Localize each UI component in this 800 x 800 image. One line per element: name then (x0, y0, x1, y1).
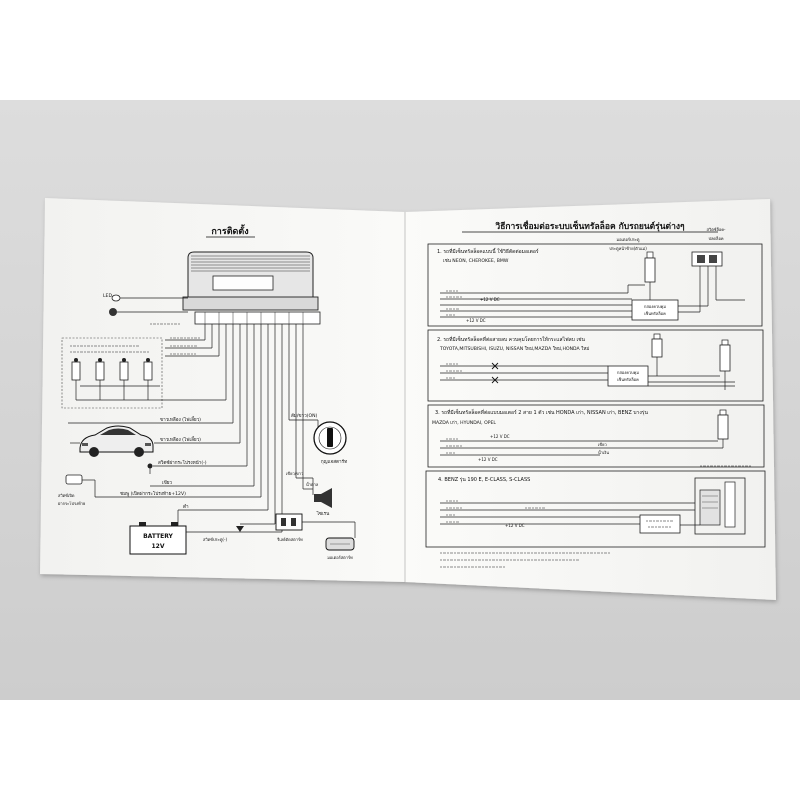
installation-diagram: การติดตั้ง LED (58, 224, 356, 560)
module-ridges (191, 255, 310, 272)
green-wire: เขียว (150, 479, 254, 487)
control-box (607, 365, 649, 387)
section-2: 2. รถที่มีเซ็นทรัลล็อคที่ต่อสายลบ ควบคุม… (427, 329, 764, 402)
wire-tiny-labels (446, 363, 462, 379)
wire-color-label: น้ำเงิน (598, 448, 609, 455)
door-switch-label: สวิตซ์ประตู(-) (203, 537, 227, 543)
led-label: LED (103, 293, 112, 299)
hood-switch-label: สวิตซ์ฝากระโปรงหน้า(-) (158, 459, 207, 466)
section-heading: 1. รถที่มีเซ็นทรัลล็อคแบบนี้ ใช้วิธีตัดต… (437, 246, 539, 255)
central-lock-diagrams: วิธีการเชื่อมต่อระบบเซ็นทรัลล็อค กับรถยน… (425, 219, 766, 568)
footnotes (440, 552, 610, 568)
alarm-module (182, 251, 321, 325)
led-icon (111, 294, 121, 302)
turn-signal-wires: ขาวเหลือง (ไฟเลี้ยว) ขาวเหลือง (ไฟเลี้ยว… (68, 416, 240, 444)
valet-button-icon (109, 308, 117, 316)
ground-wire-label: ดำ (183, 504, 189, 510)
hood-switch: สวิตซ์ฝากระโปรงหน้า(-) (147, 459, 247, 474)
voltage-label: +12 V DC (480, 297, 500, 302)
section-1: 1. รถที่มีเซ็นทรัลล็อคแบบนี้ ใช้วิธีตัดต… (427, 226, 763, 327)
switch-label: สวิตซ์ล็อค- (707, 226, 727, 232)
control-box-label: เซ็นทรัลล็อค (617, 376, 639, 382)
section-models: เช่น NEON, CHEROKEE, BMW (443, 258, 509, 264)
control-box-label: กล่องควบคุม (644, 304, 666, 310)
cut-wire-icon (491, 362, 499, 384)
voltage-label: +12 V DC (490, 434, 510, 439)
green-wire-label: เขียว (162, 479, 172, 486)
trunk-switch-icon (65, 474, 83, 485)
wire-color-label: เขียว (598, 442, 607, 447)
section-models: TOYOTA,MITSUBISHI, ISUZU, NISSAN ใหม่,MA… (439, 346, 589, 352)
module-base (182, 296, 319, 311)
control-box (631, 299, 679, 321)
voltage-label: +12 V DC (466, 318, 486, 323)
section-2-wires (440, 357, 735, 390)
hood-switch-icon (147, 463, 153, 469)
section-models: MAZDA เก่า, HYUNDAI, OPEL (432, 420, 496, 426)
harness-tiny-labels (170, 337, 200, 355)
trunk-release: สวิตซ์เปิด ฝากระโปรงท้าย ชมพู (เปิดฝากระ… (58, 474, 261, 506)
green-white-wire-label: เขียว/ขาว (286, 471, 303, 476)
voltage-label: +12 V DC (505, 523, 525, 528)
page-title: วิธีการเชื่อมต่อระบบเซ็นทรัลล็อค กับรถยน… (495, 219, 685, 232)
section-3-wires (440, 439, 724, 456)
lock-switch-icon (691, 251, 723, 267)
turn-signal-label: ขาวเหลือง (ไฟเลี้ยว) (160, 416, 201, 423)
wire-tiny-labels (446, 290, 462, 316)
siren-output: เขียว/ขาว น้ำตาล ไซเรน (286, 471, 332, 517)
trunk-switch-label: สวิตซ์เปิด (58, 493, 75, 498)
page-title: การติดตั้ง (211, 224, 248, 237)
vacuum-pump-icon (694, 477, 746, 535)
ignition-switch: ส้ม/ขาว(ON) กุญแจสตาร์ท (289, 413, 347, 465)
on-wire-label: ส้ม/ขาว(ON) (291, 413, 318, 419)
section-heading: 3. รถที่มีเซ็นทรัลล็อคที่ต่อแบบมอเตอร์ 2… (435, 408, 648, 416)
section-1-wires (440, 266, 745, 318)
motor-label: มอเตอร์ประตู (617, 237, 640, 243)
wire-tiny-labels (446, 500, 545, 523)
section-4-wires (440, 502, 700, 526)
turn-signal-label: ขาวเหลือง (ไฟเลี้ยว) (160, 436, 201, 443)
trunk-wire-label: ชมพู (เปิดฝากระโปรงท้าย+12V) (120, 490, 186, 497)
starter-motor-label: มอเตอร์สตาร์ท (327, 555, 353, 560)
door-switch: สวิตซ์ประตู(-) (203, 523, 275, 543)
wire-harness (165, 324, 304, 532)
switch-label: ปลดล็อค (708, 235, 723, 241)
led-indicator: LED (103, 293, 188, 325)
control-box-label: เซ็นทรัลล็อค (644, 310, 666, 316)
section-4: 4. BENZ รุ่น 190 E, E-CLASS, S-CLASS +12… (425, 465, 766, 548)
control-box-label: กล่องควบคุม (617, 370, 639, 376)
siren-label: ไซเรน (316, 510, 330, 517)
brown-wire-label: น้ำตาล (306, 480, 319, 487)
battery-icon (129, 525, 187, 555)
voltage-label: +12 V DC (478, 457, 498, 462)
starter-relay-icon (275, 513, 303, 531)
section-heading: 2. รถที่มีเซ็นทรัลล็อคที่ต่อสายลบ ควบคุม… (437, 335, 586, 343)
left-page (40, 198, 405, 582)
starter-cut: รีเลย์ตัดสตาร์ท มอเตอร์สตาร์ท (275, 513, 356, 560)
section-3: 3. รถที่มีเซ็นทรัลล็อคที่ต่อแบบมอเตอร์ 2… (427, 404, 765, 468)
wire-tiny-labels (446, 438, 462, 454)
starter-relay-label: รีเลย์ตัดสตาร์ท (276, 537, 303, 542)
control-box (639, 514, 681, 534)
door-switch-icon (236, 526, 244, 532)
battery: BATTERY 12V (129, 522, 282, 555)
module-panel (212, 275, 274, 291)
car-icon (79, 425, 154, 457)
door-lock-motors (61, 337, 226, 409)
battery-voltage: 12V (152, 543, 165, 550)
battery-label: BATTERY (143, 533, 173, 540)
wire-connector (194, 311, 321, 325)
motor-location-label: ประตูหน้าซ้าย(ตัวแม่) (609, 246, 647, 252)
trunk-switch-label: ฝากระโปรงท้าย (58, 501, 85, 506)
door-motor-icon (719, 339, 731, 372)
ignition-label: กุญแจสตาร์ท (321, 458, 347, 465)
section-heading: 4. BENZ รุ่น 190 E, E-CLASS, S-CLASS (438, 477, 530, 483)
siren-icon (314, 488, 332, 508)
